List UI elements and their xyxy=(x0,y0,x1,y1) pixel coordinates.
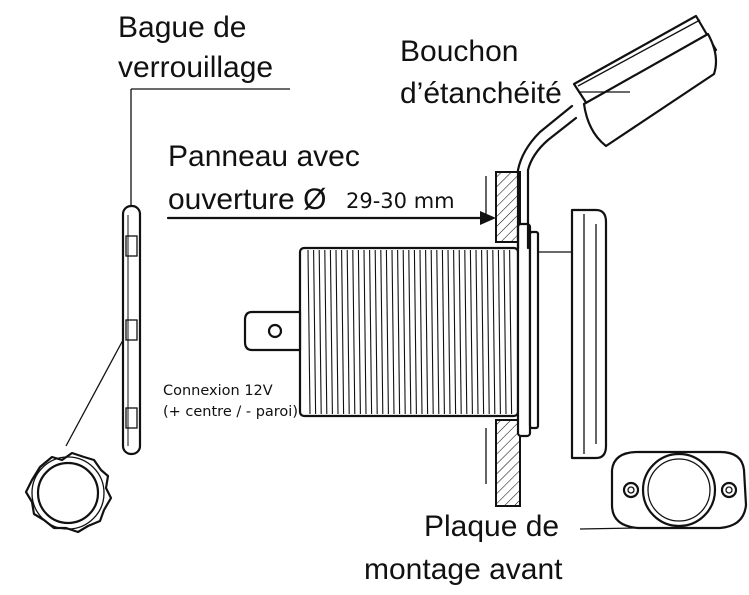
thread-line xyxy=(363,249,367,415)
thread-line xyxy=(464,249,468,415)
thread-line xyxy=(313,249,317,415)
thread-line xyxy=(318,249,322,415)
thread-line xyxy=(469,249,473,415)
thread-line xyxy=(492,249,496,415)
thread-line xyxy=(408,249,412,415)
thread-line xyxy=(453,249,457,415)
thread-line xyxy=(385,249,389,415)
thread-line xyxy=(486,249,490,415)
thread-line xyxy=(425,249,429,415)
thread-line xyxy=(447,249,451,415)
connection-label-line2: (+ centre / - paroi) xyxy=(163,404,298,420)
power-terminal-tab xyxy=(243,310,302,352)
front-mounting-plate-front-view xyxy=(610,450,748,530)
ring-label-line2: verrouillage xyxy=(118,51,273,84)
thread-line xyxy=(329,249,333,415)
cap-label-line1: Bouchon xyxy=(400,35,518,68)
panel-label-line1: Panneau avec xyxy=(168,140,360,173)
sealing-cap xyxy=(516,14,718,250)
thread-line xyxy=(369,249,373,415)
thread-line xyxy=(503,249,507,415)
thread-line xyxy=(430,249,434,415)
locking-ring-front-view xyxy=(24,451,113,534)
thread-line xyxy=(380,249,384,415)
thread-line xyxy=(357,249,361,415)
thread-line xyxy=(402,249,406,415)
thread-line xyxy=(397,249,401,415)
thread-line xyxy=(307,249,311,415)
thread-line xyxy=(352,249,356,415)
connection-label-line1: Connexion 12V xyxy=(163,383,273,399)
thread-line xyxy=(481,249,485,415)
ring-label-line1: Bague de xyxy=(118,11,246,44)
thread-line xyxy=(324,249,328,415)
thread-line xyxy=(497,249,501,415)
thread-line xyxy=(341,249,345,415)
thread-line xyxy=(391,249,395,415)
plate-label-line2: montage avant xyxy=(364,553,563,586)
thread-line xyxy=(441,249,445,415)
panel-size-label: 29-30 mm xyxy=(346,189,455,213)
front-mounting-plate-side-view xyxy=(570,208,608,460)
plate-leader-line xyxy=(579,527,639,530)
thread-line xyxy=(346,249,350,415)
thread-line xyxy=(419,249,423,415)
mounting-panel-section xyxy=(485,171,521,507)
locking-ring-side-view xyxy=(121,204,142,456)
thread-line xyxy=(458,249,462,415)
thread-line xyxy=(413,249,417,415)
thread-line xyxy=(436,249,440,415)
cap-label-line2: d’étanchéité xyxy=(400,77,562,110)
plate-label-line1: Plaque de xyxy=(424,510,559,543)
thread-line xyxy=(374,249,378,415)
thread-line xyxy=(335,249,339,415)
panel-label-line2: ouverture Ø xyxy=(168,183,326,216)
threaded-socket-body xyxy=(298,222,578,438)
panel-arrow xyxy=(166,211,496,225)
thread-line xyxy=(509,249,513,415)
thread-line xyxy=(475,249,479,415)
